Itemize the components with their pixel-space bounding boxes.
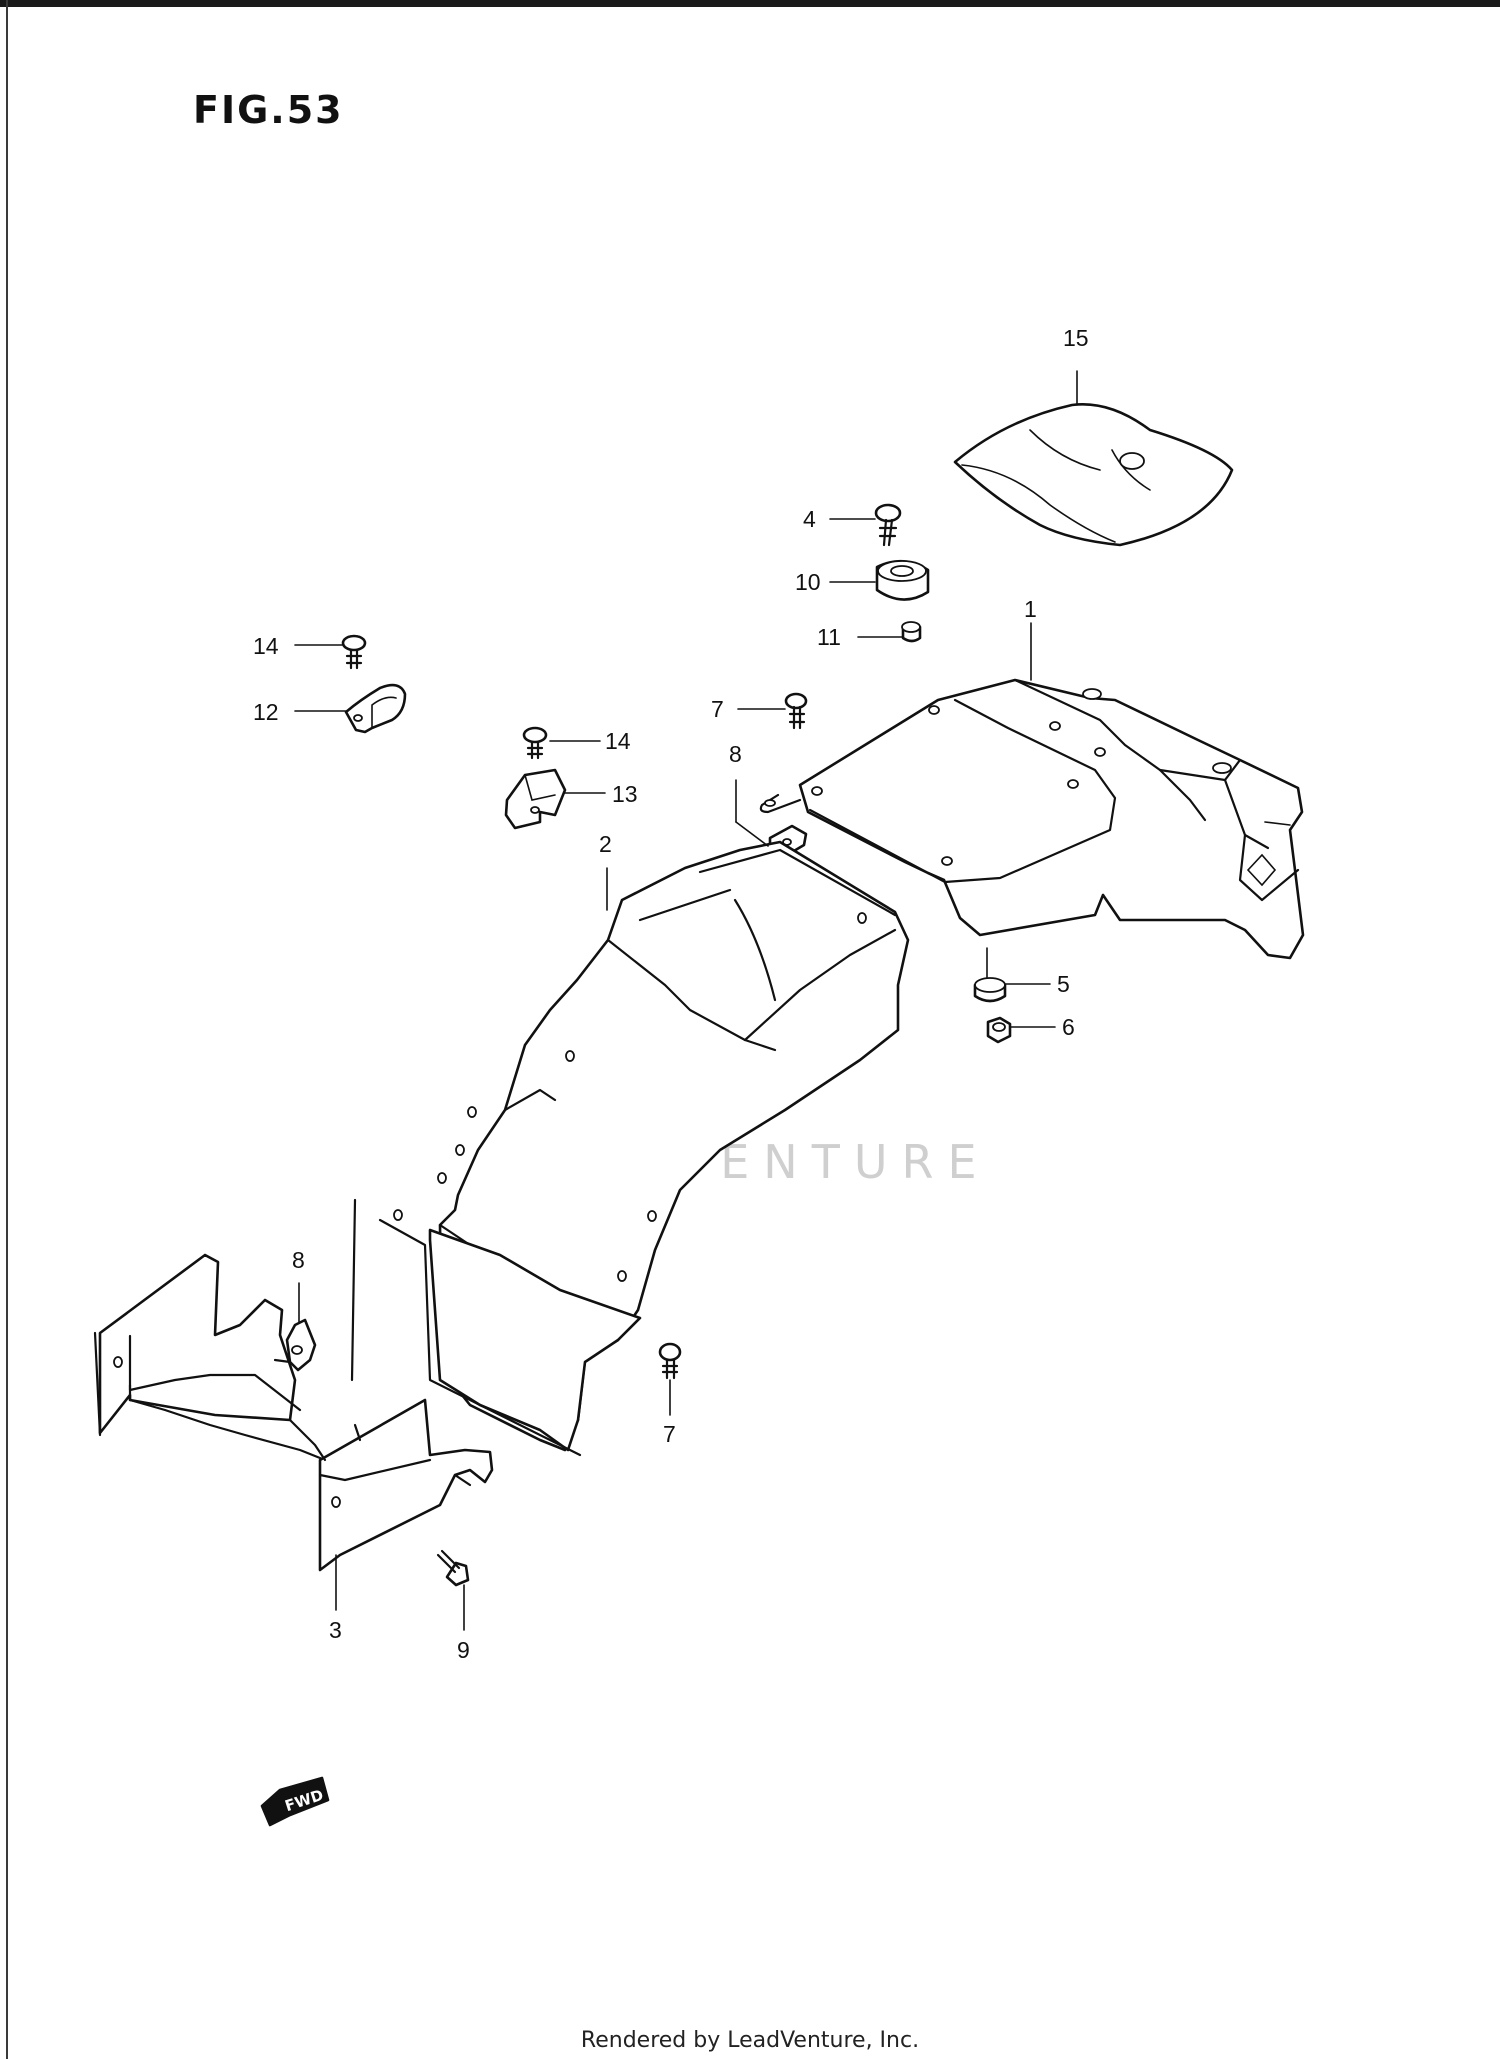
callout-14-middle: 14	[605, 728, 631, 754]
callout-6: 6	[1062, 1014, 1075, 1040]
footer-credit: Rendered by LeadVenture, Inc.	[580, 2028, 920, 2053]
callout-13: 13	[612, 781, 638, 807]
callout-3: 3	[329, 1617, 342, 1643]
part-3-lower-bracket[interactable]	[93, 1253, 494, 1572]
part-7-bolt-lower[interactable]	[658, 1342, 682, 1380]
callout-12: 12	[253, 699, 279, 725]
callout-2: 2	[599, 831, 612, 857]
part-11-collar[interactable]	[901, 621, 922, 643]
leader-lines	[294, 370, 1078, 1631]
part-4-bolt[interactable]	[874, 503, 902, 547]
callout-14-left: 14	[253, 633, 279, 659]
part-7-bolt-upper[interactable]	[784, 692, 808, 730]
callout-15: 15	[1063, 325, 1089, 351]
callout-7-lower: 7	[663, 1421, 676, 1447]
fwd-arrow-icon: FWD	[260, 1776, 330, 1827]
callout-9: 9	[457, 1637, 470, 1663]
figure-title: FIG.53	[193, 88, 344, 132]
callout-labels: 15 4 10 11 1 14 12 14 13 7 8 2 5 6 8 7 3…	[253, 325, 1089, 1663]
callout-1: 1	[1024, 596, 1037, 622]
part-5-nut[interactable]	[973, 977, 1007, 1003]
callout-8-lower: 8	[292, 1247, 305, 1273]
left-border	[6, 0, 8, 2059]
callout-8-upper: 8	[729, 741, 742, 767]
part-1-rear-fender[interactable]	[759, 678, 1305, 960]
callout-10: 10	[795, 569, 821, 595]
callout-5: 5	[1057, 971, 1070, 997]
part-12-clamp[interactable]	[344, 683, 407, 734]
part-15-cover[interactable]	[953, 403, 1234, 547]
callout-11: 11	[817, 624, 841, 650]
part-14-bolt-middle[interactable]	[522, 726, 548, 760]
part-6-nut[interactable]	[986, 1016, 1012, 1044]
callout-7-upper: 7	[711, 696, 724, 722]
part-8-clip-lower[interactable]	[273, 1318, 317, 1372]
part-2-panel[interactable]	[350, 1198, 642, 1457]
part-10-cushion[interactable]	[875, 559, 930, 601]
top-border	[0, 0, 1500, 7]
part-14-bolt-left[interactable]	[341, 634, 367, 670]
part-9-bolt[interactable]	[436, 1549, 470, 1587]
part-13-bracket[interactable]	[504, 768, 567, 830]
callout-4: 4	[803, 506, 816, 532]
